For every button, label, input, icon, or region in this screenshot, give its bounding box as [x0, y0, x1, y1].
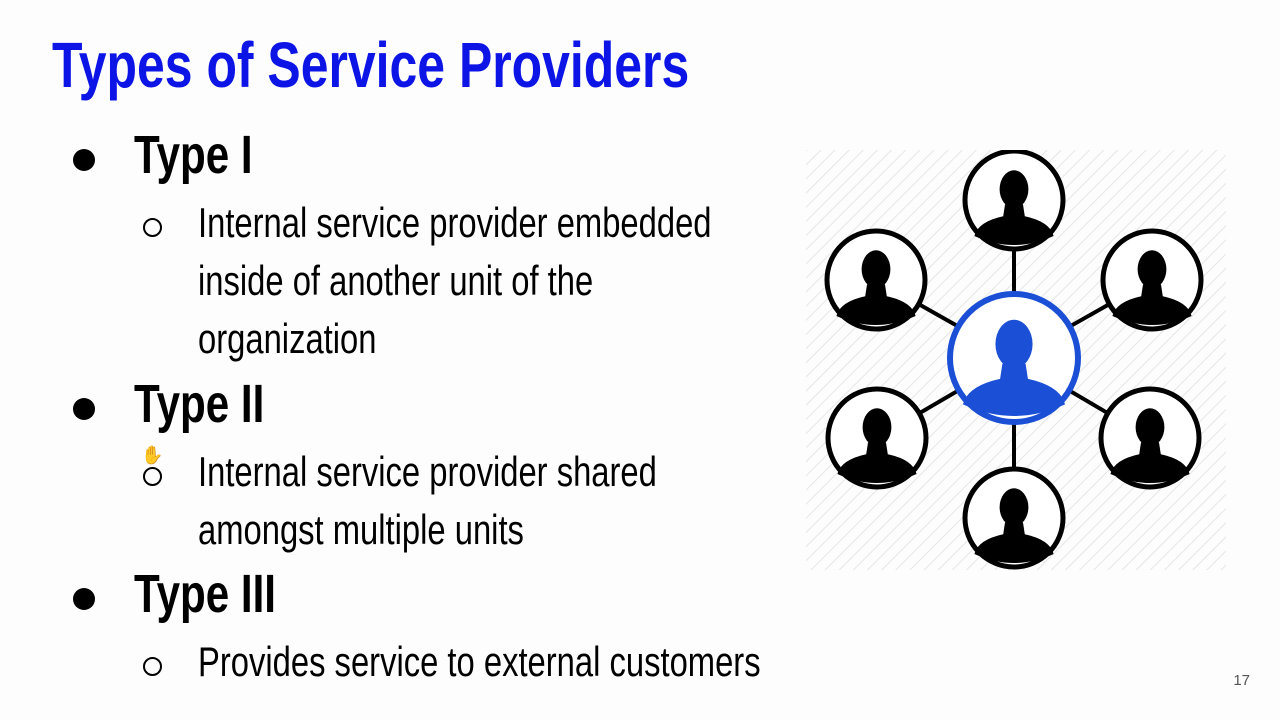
type-2-heading: Type II — [134, 374, 265, 434]
type-1-desc-line1: Internal service provider embedded — [198, 199, 712, 246]
bullet-icon — [73, 588, 95, 610]
slide-title: Types of Service Providers — [52, 29, 690, 101]
bullet-icon — [73, 398, 95, 420]
sub-bullet-icon — [143, 467, 162, 486]
network-people-illustration — [806, 150, 1226, 570]
sub-bullet-icon — [143, 218, 162, 237]
sub-bullet-icon — [143, 657, 162, 676]
type-3-heading: Type III — [134, 564, 276, 624]
type-2-desc-line1: Internal service provider shared — [198, 448, 657, 495]
type-3-desc-line1: Provides service to external customers — [198, 638, 761, 685]
type-2-desc-line2: amongst multiple units — [198, 506, 524, 553]
page-number: 17 — [1233, 672, 1250, 689]
type-1-heading: Type I — [134, 125, 253, 185]
type-1-desc-line3: organization — [198, 315, 377, 362]
bullet-icon — [73, 149, 95, 171]
type-1-desc-line2: inside of another unit of the — [198, 257, 594, 304]
hand-cursor-icon: ✋ — [141, 445, 164, 465]
